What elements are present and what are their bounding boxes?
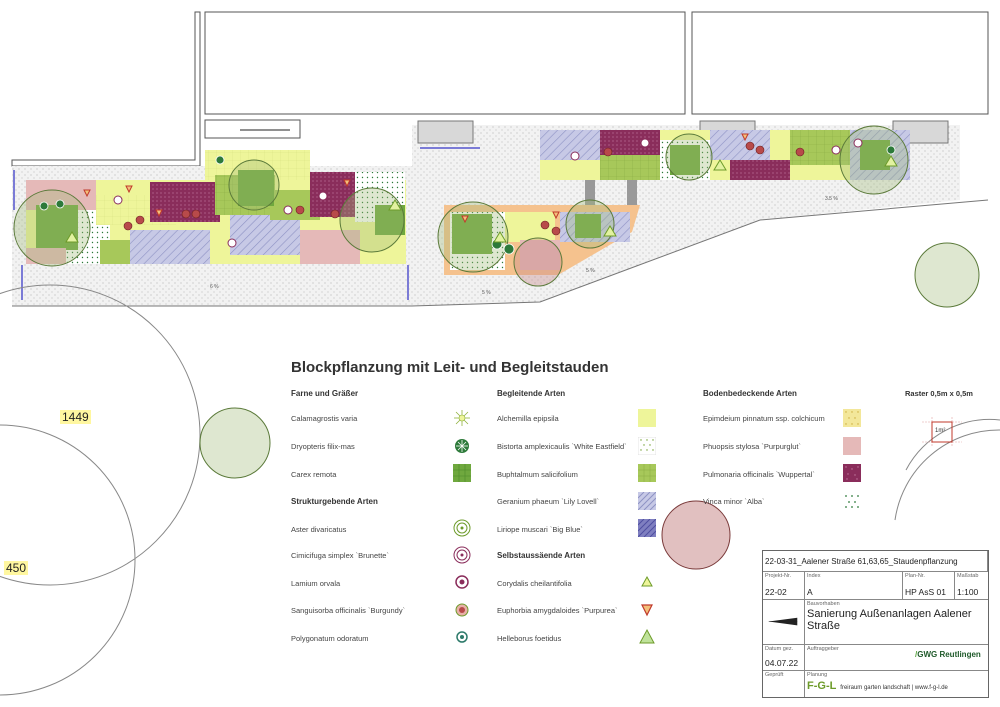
category-heading: Begleitende Arten <box>497 389 566 398</box>
planner-logo-text: F-G-L <box>807 680 837 692</box>
auftraggeber-label: Auftraggeber <box>807 646 839 652</box>
projekt-nr-value: 22-02 <box>765 587 787 597</box>
carex-swatch-icon <box>453 464 471 482</box>
project-title: 22-03-31_Aalener Straße 61,63,65_Stauden… <box>765 557 958 566</box>
legend-title: Blockpflanzung mit Leit- und Begleitstau… <box>291 359 609 376</box>
large-tree-arcs <box>0 284 1000 696</box>
plant-name: Vinca minor `Alba` <box>703 497 765 506</box>
plant-name: Pulmonaria officinalis `Wuppertal` <box>703 470 815 479</box>
geranium-swatch-icon <box>638 492 656 510</box>
helleborus-symbol-icon <box>638 628 656 646</box>
plant-name: Sanguisorba officinalis `Burgundy` <box>291 606 406 615</box>
index-value: A <box>807 587 813 597</box>
plant-name: Polygonatum odoratum <box>291 634 369 643</box>
plant-name: Corydalis cheilantifolia <box>497 579 572 588</box>
slope-label: 5 % <box>586 268 595 274</box>
raster-cell-label: 1m² <box>935 428 946 434</box>
massstab-value: 1:100 <box>957 587 979 597</box>
gepruft-label: Geprüft <box>765 672 784 678</box>
fern-symbol-icon <box>453 437 471 455</box>
corydalis-symbol-icon <box>638 573 656 591</box>
plant-name: Helleborus foetidus <box>497 634 562 643</box>
plant-symbols <box>39 133 898 255</box>
bauvorhaben-label: Bauvorhaben <box>807 601 840 607</box>
plant-name: Lamium orvala <box>291 579 341 588</box>
north-arrow-icon <box>768 617 798 626</box>
index-label: Index <box>807 573 821 579</box>
plant-name: Euphorbia amygdaloides `Purpurea` <box>497 606 618 615</box>
plan-nr-value: HP AsS 01 <box>905 587 946 597</box>
euphorbia-symbol-icon <box>638 601 656 619</box>
auftraggeber-value: GWG Reutlingen <box>917 650 981 659</box>
cimicifuga-symbol-icon <box>453 546 471 564</box>
epimedium-swatch-icon <box>843 409 861 427</box>
datum-value: 04.07.22 <box>765 658 799 668</box>
vinca-swatch-icon <box>843 492 861 510</box>
buphtalmum-swatch-icon <box>638 464 656 482</box>
title-block: 22-03-31_Aalener Straße 61,63,65_Stauden… <box>762 550 989 698</box>
slope-label: 6 % <box>210 284 219 290</box>
massstab-label: Maßstab <box>957 573 979 579</box>
aster-symbol-icon <box>453 519 471 537</box>
polygonatum-symbol-icon <box>453 628 471 646</box>
building-outlines <box>11 11 989 167</box>
bistorta-swatch-icon <box>638 437 656 455</box>
plan-nr-label: Plan-Nr. <box>905 573 925 579</box>
plant-name: Liriope muscari `Big Blue` <box>497 525 583 534</box>
category-heading: Selbstaussäende Arten <box>497 551 586 560</box>
plant-name: Buphtalmum salicifolium <box>497 470 578 479</box>
alchemilla-swatch-icon <box>638 409 656 427</box>
category-heading: Strukturgebende Arten <box>291 497 378 506</box>
plant-name: Phuopsis stylosa `Purpurglut` <box>703 442 801 451</box>
plant-name: Cimicifuga simplex `Brunette` <box>291 551 389 560</box>
plant-name: Alchemilla epipsila <box>497 414 559 423</box>
plant-name: Aster divaricatus <box>291 525 347 534</box>
planung-label: Planung <box>807 672 828 678</box>
category-heading: Bodenbedeckende Arten <box>703 389 797 398</box>
tree-canopies <box>13 125 980 308</box>
tree-canopy-lower-red <box>661 500 731 570</box>
client-logo: /GWG Reutlingen <box>915 650 981 659</box>
pulmonaria-swatch-icon <box>843 464 861 482</box>
slope-label: 5 % <box>482 290 491 296</box>
plant-name: Dryopteris filix-mas <box>291 442 355 451</box>
plant-name: Carex remota <box>291 470 337 479</box>
tree-number-tag: 450 <box>4 561 29 575</box>
phuopsis-swatch-icon <box>843 437 861 455</box>
tree-canopy-lower <box>199 407 271 479</box>
category-heading: Farne und Gräßer <box>291 389 359 398</box>
lamium-symbol-icon <box>453 573 471 591</box>
plant-name: Epimdeium pinnatum ssp. colchicum <box>703 414 825 423</box>
planner-logo: F-G-L freiraum garten landschaft | www.f… <box>807 680 948 692</box>
grass-symbol-icon <box>453 409 471 427</box>
sanguisorba-symbol-icon <box>453 601 471 619</box>
planner-text: freiraum garten landschaft | www.f-g-l.d… <box>840 685 948 691</box>
tree-number-tag: 1449 <box>60 410 91 424</box>
plant-name: Calamagrostis varia <box>291 414 358 423</box>
liriope-swatch-icon <box>638 519 656 537</box>
raster-label: Raster 0,5m x 0,5m <box>905 389 973 398</box>
bauvorhaben-value: Sanierung Außenanlagen Aalener Straße <box>807 608 972 632</box>
raster-grid-icon <box>922 417 962 447</box>
slope-label: 3.5 % <box>825 196 838 202</box>
projekt-nr-label: Projekt-Nr. <box>765 573 791 579</box>
plant-name: Bistorta amplexicaulis `White Eastfield` <box>497 442 627 451</box>
planting-bed-middle <box>444 205 640 275</box>
plant-name: Geranium phaeum `Lily Lovell` <box>497 497 600 506</box>
datum-label: Datum gez. <box>765 646 794 652</box>
